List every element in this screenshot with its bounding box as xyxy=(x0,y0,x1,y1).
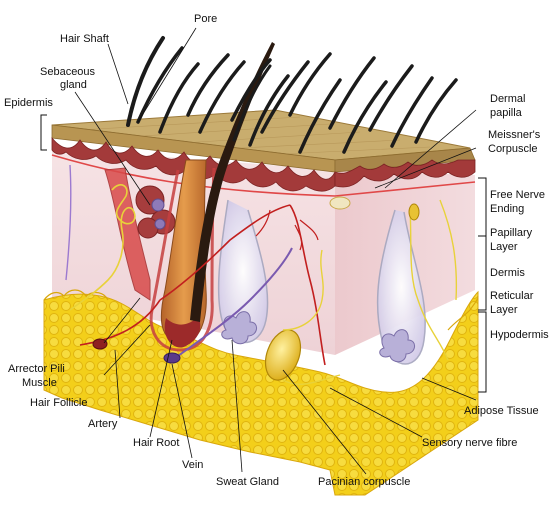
label-reticular-1: Reticular xyxy=(490,290,534,302)
vein-cut-end xyxy=(163,352,181,364)
meissners-corpuscle xyxy=(329,196,351,210)
label-papillary-2: Layer xyxy=(490,241,518,253)
arrector-pili-muscle xyxy=(104,167,151,301)
epidermis-bracket xyxy=(40,114,47,151)
label-sebaceous-2: gland xyxy=(60,79,87,91)
artery-cut-end xyxy=(92,338,108,350)
label-sweat-gland: Sweat Gland xyxy=(216,476,279,488)
surface-hairs xyxy=(126,36,458,154)
label-papillary-1: Papillary xyxy=(490,227,533,239)
sweat-gland-2 xyxy=(376,209,426,365)
hypodermis-bracket xyxy=(478,311,487,393)
hypodermis-fat xyxy=(43,290,479,496)
label-epidermis: Epidermis xyxy=(4,97,53,109)
label-hair-shaft: Hair Shaft xyxy=(60,33,109,45)
leader-lines xyxy=(74,27,477,475)
label-free-nerve-1: Free Nerve xyxy=(490,189,545,201)
pacinian-corpuscle xyxy=(264,329,302,381)
label-free-nerve-2: Ending xyxy=(490,203,524,215)
label-vein: Vein xyxy=(182,459,203,471)
vein-vessel xyxy=(177,247,293,357)
left-purple-nerve xyxy=(65,164,72,281)
label-meissner-1: Meissner's xyxy=(488,129,541,141)
sweat-gland xyxy=(217,199,269,345)
label-pacinian: Pacinian corpuscle xyxy=(318,476,410,488)
artery-vessel xyxy=(79,204,326,366)
hair-root-bulb xyxy=(164,316,201,348)
label-reticular-2: Layer xyxy=(490,304,518,316)
hair-shaft-main xyxy=(190,42,275,322)
free-nerve-ending-bulb xyxy=(408,203,420,221)
label-hair-root: Hair Root xyxy=(133,437,179,449)
nerve-right xyxy=(409,199,458,361)
dermal-papillae-side xyxy=(334,159,476,188)
label-dermis: Dermis xyxy=(490,267,525,279)
label-pore: Pore xyxy=(194,13,217,25)
label-arrector-2: Muscle xyxy=(22,377,57,389)
fat-bumps xyxy=(43,289,479,331)
label-artery: Artery xyxy=(88,418,118,430)
label-adipose: Adipose Tissue xyxy=(464,405,539,417)
label-arrector-1: Arrector Pili xyxy=(8,363,65,375)
vessel-branches xyxy=(255,209,319,251)
hair-follicle-sheath xyxy=(149,167,216,352)
nerve-tangle xyxy=(69,184,136,311)
epidermis-top-texture xyxy=(79,116,431,156)
label-sebaceous-1: Sebaceous xyxy=(40,66,96,78)
label-dermal-papilla-1: Dermal xyxy=(490,93,525,105)
label-dermal-papilla-2: papilla xyxy=(490,107,523,119)
dermis-bracket xyxy=(478,177,487,311)
label-meissner-2: Corpuscle xyxy=(488,143,538,155)
label-hair-follicle: Hair Follicle xyxy=(30,397,87,409)
label-sensory-nerve: Sensory nerve fibre xyxy=(422,437,517,449)
sensory-nerve-fibre xyxy=(282,249,341,385)
label-hypodermis: Hypodermis xyxy=(490,329,549,341)
